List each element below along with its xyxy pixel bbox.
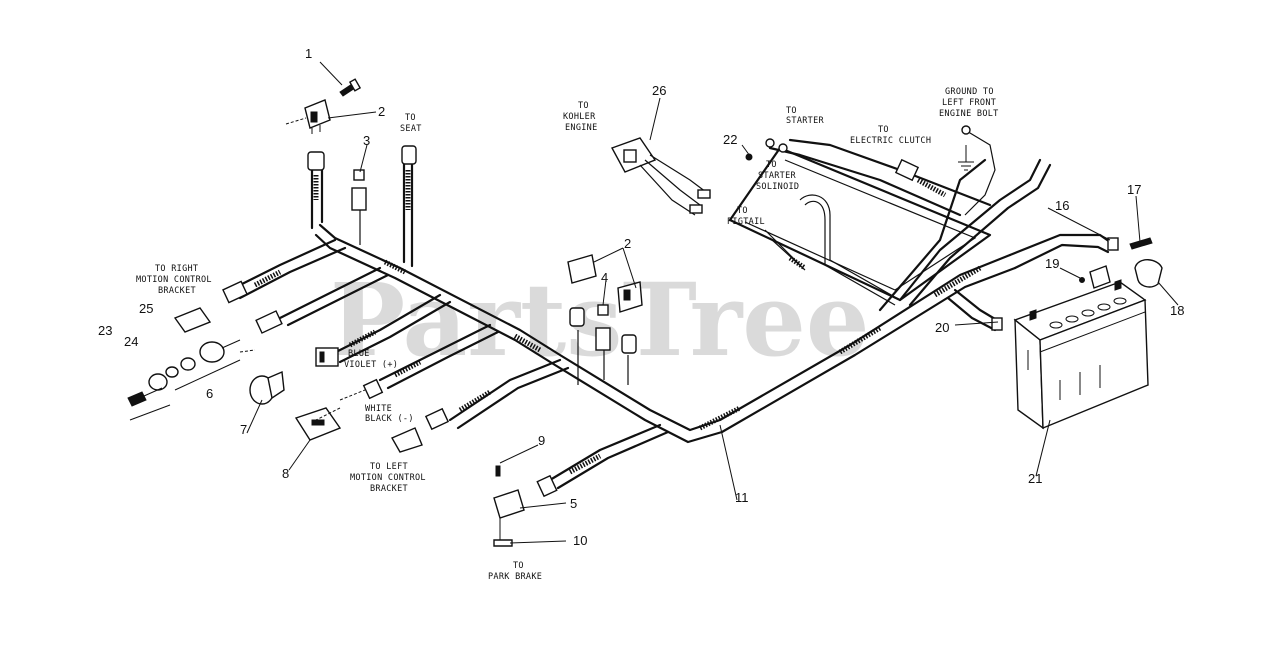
main-harness (228, 156, 1112, 490)
callout-17: 17 (1127, 182, 1141, 197)
callout-22: 22 (723, 132, 737, 147)
callout-11: 11 (735, 490, 749, 505)
callout-3: 3 (363, 133, 370, 148)
part-2-relay-middle (567, 254, 643, 313)
part-5-park-brake-switch (493, 465, 558, 547)
blue-violet-connector (315, 347, 339, 367)
label-to-seat-1: TO (405, 113, 416, 123)
part-23-key (127, 387, 163, 407)
label-white-black-2: BLACK (-) (365, 414, 414, 424)
part-19-hardware (1079, 265, 1111, 289)
callout-26: 26 (652, 83, 666, 98)
callout-2-middle: 2 (624, 236, 631, 251)
label-starter-2: STARTER (786, 116, 825, 126)
callout-1: 1 (305, 46, 312, 61)
part-1-bolt (339, 78, 362, 97)
callout-10: 10 (573, 533, 587, 548)
starter-terminal (765, 138, 775, 148)
callout-24: 24 (124, 334, 138, 349)
callout-18: 18 (1170, 303, 1184, 318)
label-clutch-1: TO (878, 125, 889, 135)
label-pigtail-2: PIGTAIL (727, 217, 765, 227)
part-3-connector (351, 169, 367, 211)
callout-7: 7 (240, 422, 247, 437)
part-20-terminal (991, 317, 1003, 331)
part-25-washer (165, 366, 179, 378)
label-left-mc-2: MOTION CONTROL (350, 473, 426, 483)
label-solenoid-2: STARTER (758, 171, 797, 181)
part-17-bolt (1129, 237, 1153, 250)
part-16-terminal (1107, 237, 1119, 251)
callout-numbers: 1 2 3 2 4 5 6 7 8 9 10 11 16 17 18 19 20… (98, 46, 1184, 548)
right-motion-control-plug (173, 280, 248, 333)
label-clutch-2: ELECTRIC CLUTCH (850, 136, 931, 146)
label-ground-3: ENGINE BOLT (939, 109, 999, 119)
harness-plug-top-left (307, 151, 325, 200)
part-6-ignition-switch (199, 310, 283, 363)
callout-19: 19 (1045, 256, 1059, 271)
callout-4: 4 (601, 270, 608, 285)
part-21-battery (1013, 279, 1149, 430)
callout-6: 6 (206, 386, 213, 401)
watermark: PartsTree (330, 261, 870, 379)
callout-2-top: 2 (378, 104, 385, 119)
part-26-engine-connector (610, 137, 711, 216)
label-to-seat-2: SEAT (400, 124, 422, 134)
part-24-bezel (148, 373, 168, 391)
part-7-switch (249, 370, 285, 405)
text-labels: TO SEAT TO KOHLER ENGINE TO STARTER TO E… (136, 87, 999, 582)
label-right-mc-2: MOTION CONTROL (136, 275, 212, 285)
part-18-boot (1134, 259, 1163, 288)
label-white-black-1: WHITE (365, 404, 392, 414)
label-park-2: PARK BRAKE (488, 572, 542, 582)
left-motion-control-plug (391, 407, 450, 453)
label-kohler-3: ENGINE (565, 123, 598, 133)
callout-20: 20 (935, 320, 949, 335)
label-left-mc-1: TO LEFT (370, 462, 408, 472)
label-blue-violet-1: BLUE (348, 349, 370, 359)
label-solenoid-3: SOLINOID (756, 182, 799, 192)
leader-6 (174, 359, 241, 391)
label-left-mc-3: BRACKET (370, 484, 408, 494)
callout-23: 23 (98, 323, 112, 338)
label-ground-1: GROUND TO (945, 87, 994, 97)
label-ground-2: LEFT FRONT (942, 98, 996, 108)
leader-6b (129, 404, 171, 421)
starter-clutch-assembly (728, 125, 996, 306)
callout-9: 9 (538, 433, 545, 448)
label-right-mc-1: TO RIGHT (155, 264, 198, 274)
leader-lines (239, 61, 1179, 544)
seat-plug (401, 145, 417, 210)
label-kohler-1: TO (578, 101, 589, 111)
label-park-1: TO (513, 561, 524, 571)
label-starter-1: TO (786, 106, 797, 116)
label-blue-violet-2: VIOLET (+) (344, 360, 398, 370)
callout-25: 25 (139, 301, 153, 316)
callout-21: 21 (1028, 471, 1042, 486)
part-25-nut (180, 357, 196, 371)
starter-terminal-2 (778, 143, 788, 153)
callout-8: 8 (282, 466, 289, 481)
label-pigtail-1: TO (737, 206, 748, 216)
label-right-mc-3: BRACKET (158, 286, 196, 296)
part-4-connector (569, 304, 637, 354)
part-8-module (294, 407, 342, 441)
label-kohler-2: KOHLER (563, 112, 596, 122)
callout-5: 5 (570, 496, 577, 511)
part-2-relay-top (304, 99, 331, 134)
white-black-connector (362, 378, 384, 400)
label-solenoid-1: TO (766, 160, 777, 170)
callout-16: 16 (1055, 198, 1069, 213)
